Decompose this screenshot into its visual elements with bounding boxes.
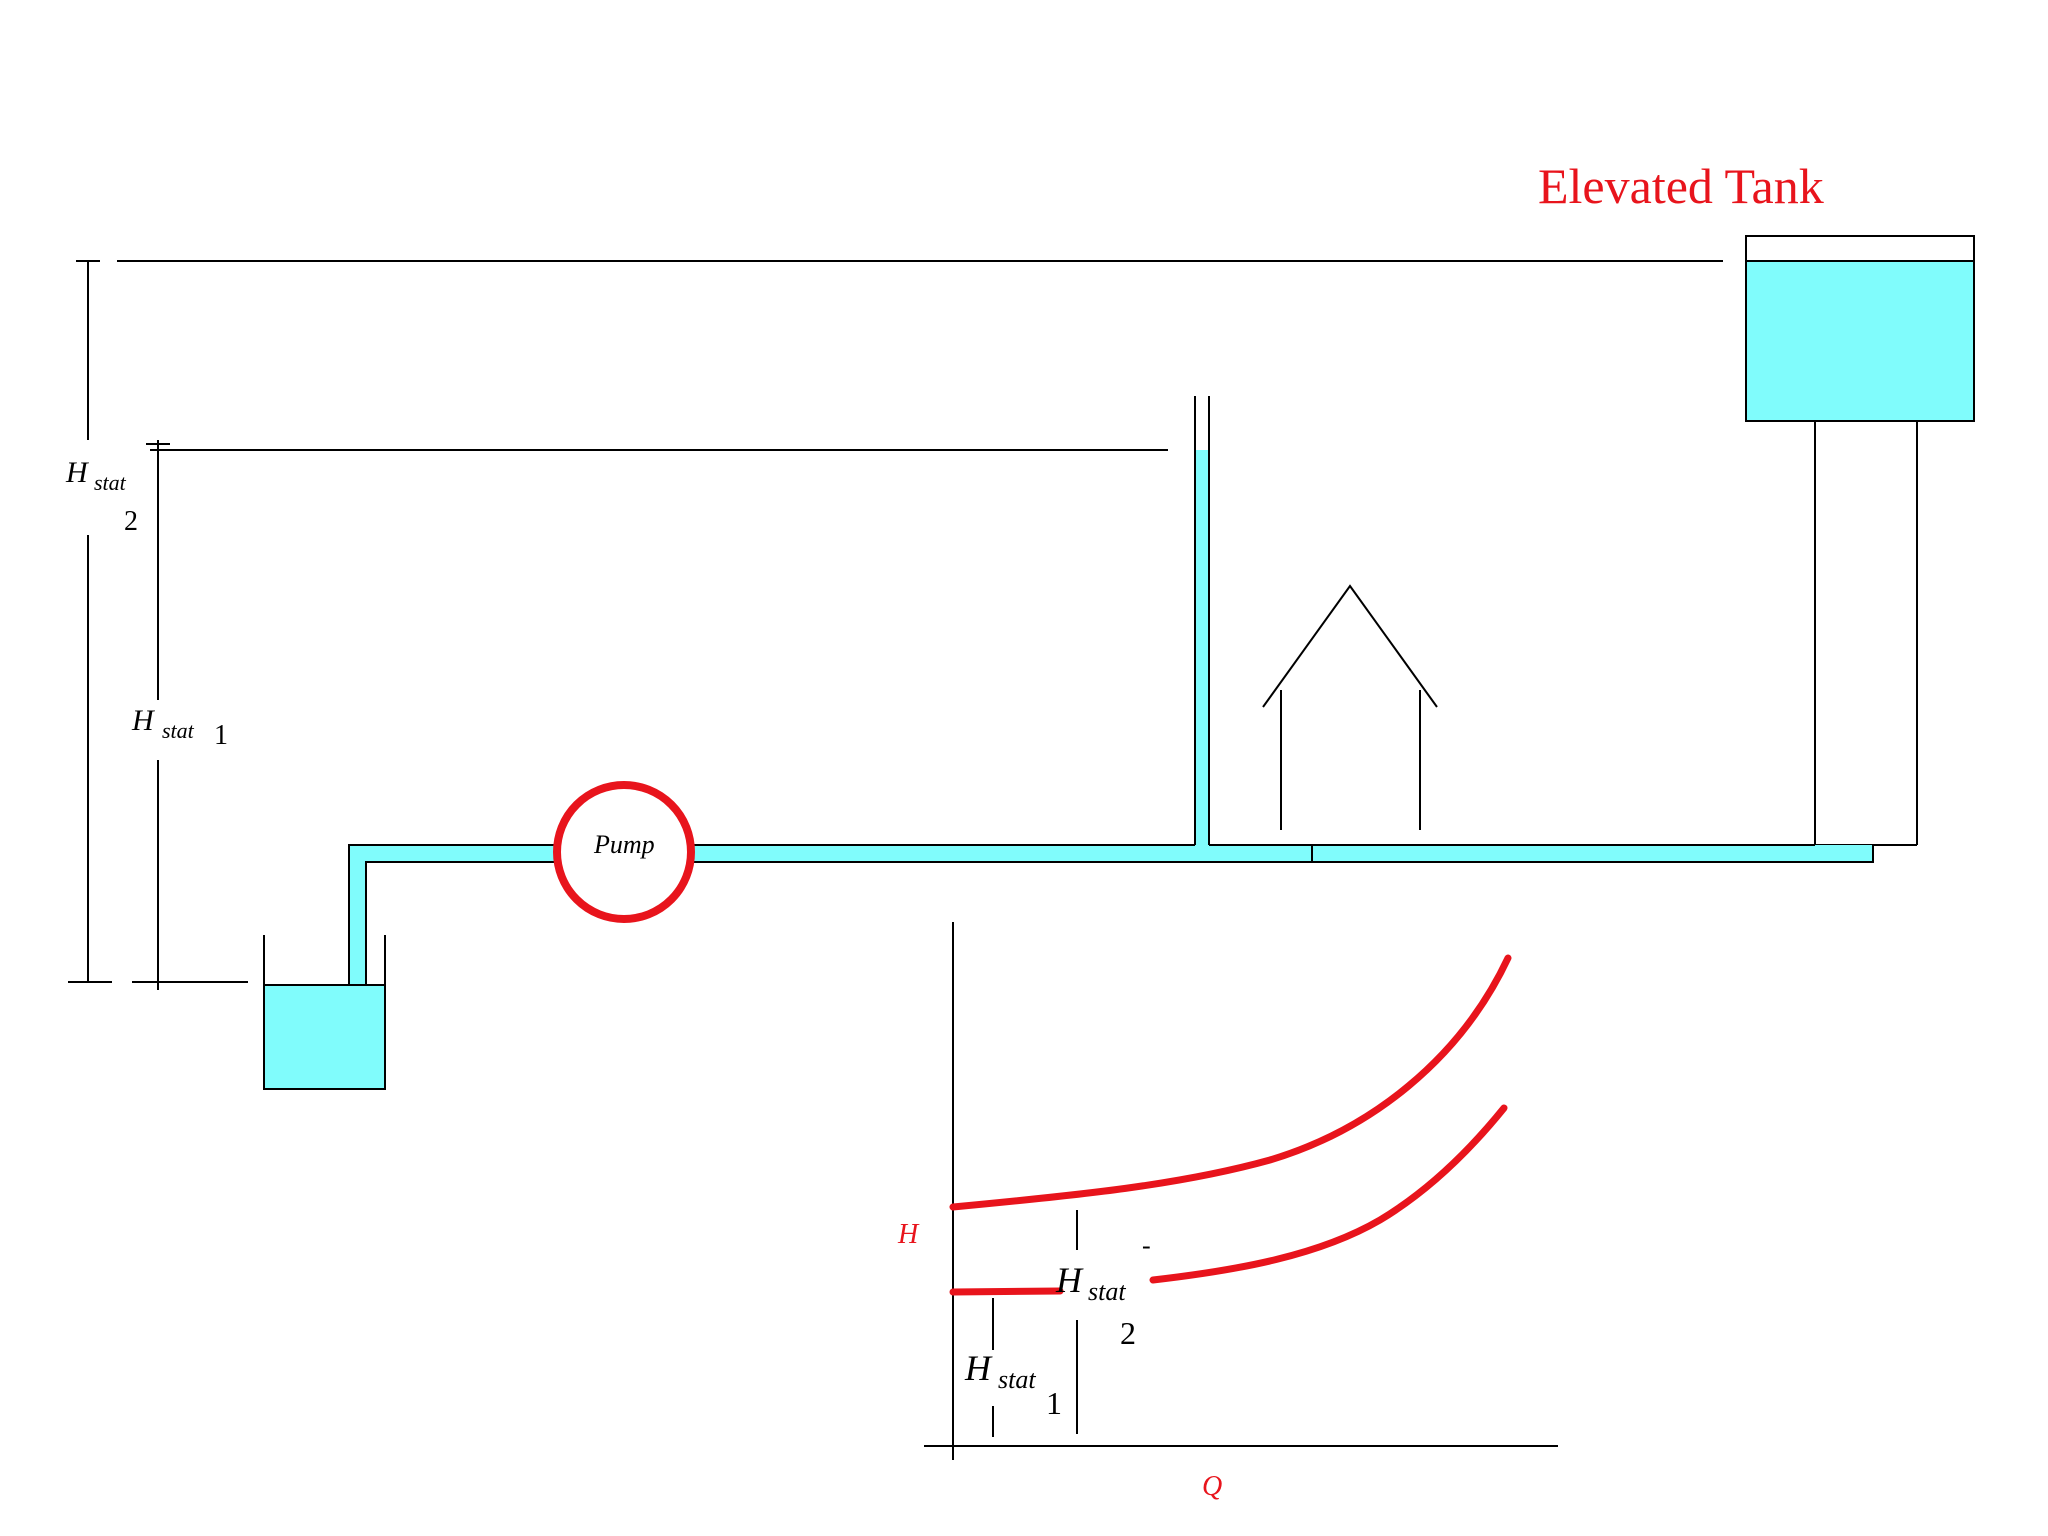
graph-y-axis-label: H [897,1219,920,1250]
system-curve-hstat2 [949,954,1512,1211]
svg-text:H: H [65,456,90,489]
svg-text:1: 1 [1046,1385,1062,1421]
svg-text:stat: stat [94,470,127,495]
graph-x-axis-label: Q [1202,1471,1222,1502]
house-outline-icon [1262,584,1438,830]
svg-text:1: 1 [214,720,228,751]
tank-riser-pipe [1814,421,1918,846]
svg-text:H: H [1055,1260,1084,1300]
pump-label: Pump [593,830,655,859]
graph-hstat2-label: H stat 2 [1055,1260,1136,1351]
pump-circle-icon [553,781,695,923]
svg-text:stat: stat [1088,1277,1126,1306]
lower-reservoir-water [264,985,385,1089]
svg-text:stat: stat [998,1365,1036,1394]
svg-text:2: 2 [124,506,138,537]
system-curve-hstat1 [949,1104,1508,1296]
pump: Pump [553,781,695,923]
elevated-tank-title: Elevated Tank [1538,158,1824,214]
graph-hstat-markers [992,1210,1078,1437]
system-curve-graph: H Q - H stat 2 H stat 1 [897,922,1558,1502]
lower-reservoir [263,935,386,1090]
svg-text:H: H [131,704,156,737]
svg-text:H: H [964,1348,993,1388]
main-pipe [348,844,1917,997]
svg-text:2: 2 [1120,1315,1136,1351]
hstat1-label: H stat 1 [131,704,228,751]
elevated-tank-outline [1745,235,1975,422]
elevated-tank [1745,235,1975,422]
static-head-dimension-lines [68,260,248,990]
graph-tick-mark: - [1142,1231,1151,1260]
svg-text:stat: stat [162,718,195,743]
graph-hstat1-label: H stat 1 [964,1348,1062,1421]
hstat2-label: H stat 2 [65,456,138,537]
elevated-tank-water [1746,261,1974,421]
open-standpipe [1194,396,1210,845]
